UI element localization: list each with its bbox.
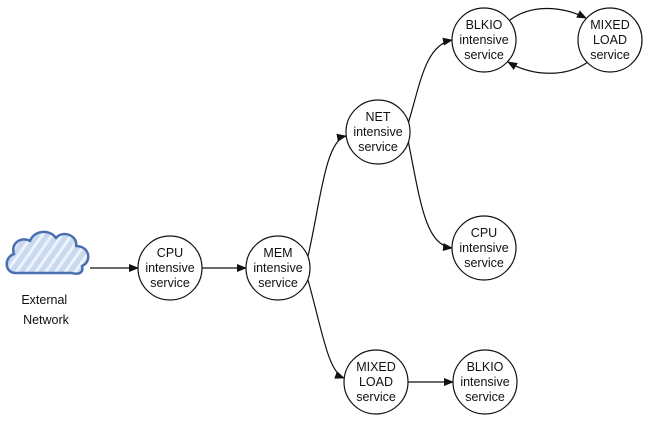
node-label-line: intensive (460, 375, 509, 389)
node-label-line: service (358, 140, 398, 154)
node-circle (452, 349, 518, 415)
node-circle (451, 7, 517, 73)
cloud-label-line-2: Network (23, 313, 70, 327)
node-label-line: BLKIO (466, 18, 503, 32)
node-circle (343, 349, 409, 415)
edges-layer (90, 7, 589, 386)
cloud-icon (5, 230, 90, 275)
node-label-line: service (258, 276, 298, 290)
node-label-line: service (356, 390, 396, 404)
node-circle (245, 235, 311, 301)
node-circle (451, 215, 517, 281)
node-label-line: intensive (353, 125, 402, 139)
node-label-line: service (150, 276, 190, 290)
edge-blkio1-mixed1 (509, 7, 587, 21)
node-label-line: CPU (471, 226, 497, 240)
node-label-line: MIXED (356, 360, 396, 374)
edge-mem-mixed2 (307, 279, 345, 379)
node-label-line: MIXED (590, 18, 630, 32)
node-label-line: service (464, 48, 504, 62)
node-label-line: intensive (459, 241, 508, 255)
node-label-line: intensive (253, 261, 302, 275)
node-label-line: MEM (263, 246, 292, 260)
node-label-line: intensive (145, 261, 194, 275)
node-label-line: NET (366, 110, 391, 124)
node-label-line: LOAD (359, 375, 393, 389)
node-label-line: BLKIO (467, 360, 504, 374)
external-network-label: External Network (21, 293, 70, 327)
cloud-label-line-1: External (21, 293, 67, 307)
node-label-line: intensive (459, 33, 508, 47)
node-label-line: LOAD (593, 33, 627, 47)
node-label-line: service (465, 390, 505, 404)
edge-mem-net (307, 133, 347, 257)
node-circle (345, 99, 411, 165)
node-circle (577, 7, 643, 73)
node-circle (137, 235, 203, 301)
edge-net-blkio1 (407, 37, 453, 125)
edge-net-cpu2 (407, 139, 453, 251)
node-label-line: service (464, 256, 504, 270)
edge-mixed1-blkio1 (507, 61, 589, 74)
node-label-line: service (590, 48, 630, 62)
node-label-line: CPU (157, 246, 183, 260)
